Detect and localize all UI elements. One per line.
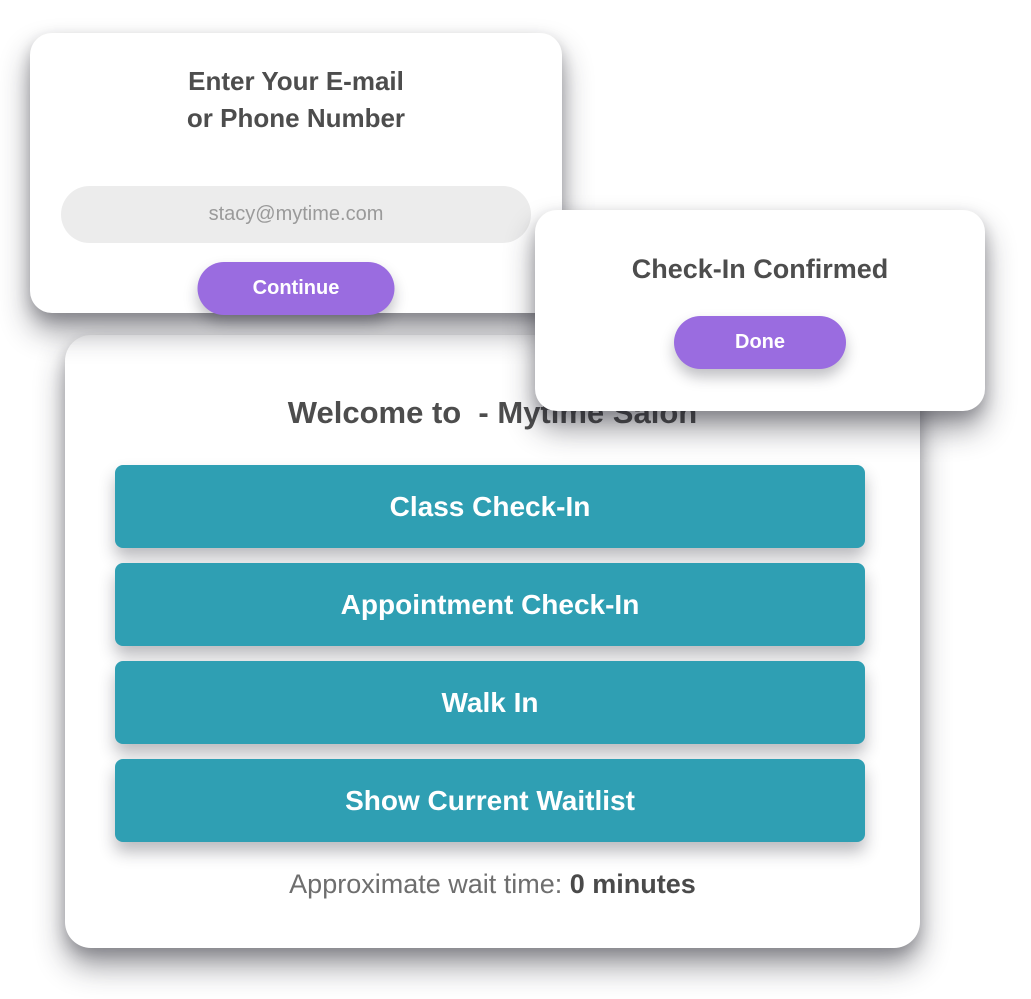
checkin-confirmed-card: Check-In Confirmed Done [535, 210, 985, 411]
wait-time-row: Approximate wait time: 0 minutes [65, 869, 920, 900]
email-card-title-line1: Enter Your E-mail [188, 66, 404, 96]
show-current-waitlist-button[interactable]: Show Current Waitlist [115, 759, 865, 842]
email-card-title: Enter Your E-mail or Phone Number [30, 33, 562, 137]
checkin-confirmed-title: Check-In Confirmed [631, 254, 889, 284]
checkin-actions: Class Check-In Appointment Check-In Walk… [115, 465, 865, 842]
continue-button[interactable]: Continue [197, 262, 395, 315]
appointment-checkin-button[interactable]: Appointment Check-In [115, 563, 865, 646]
done-button[interactable]: Done [674, 316, 846, 369]
wait-time-label: Approximate wait time: [289, 869, 570, 899]
class-checkin-button[interactable]: Class Check-In [115, 465, 865, 548]
email-card-title-line2: or Phone Number [186, 103, 406, 133]
welcome-card: Welcome to - Mytime Salon Class Check-In… [65, 335, 920, 948]
wait-time-value: 0 minutes [569, 869, 696, 899]
walk-in-button[interactable]: Walk In [115, 661, 865, 744]
email-entry-card: Enter Your E-mail or Phone Number Contin… [30, 33, 562, 315]
email-or-phone-input[interactable] [61, 186, 531, 243]
